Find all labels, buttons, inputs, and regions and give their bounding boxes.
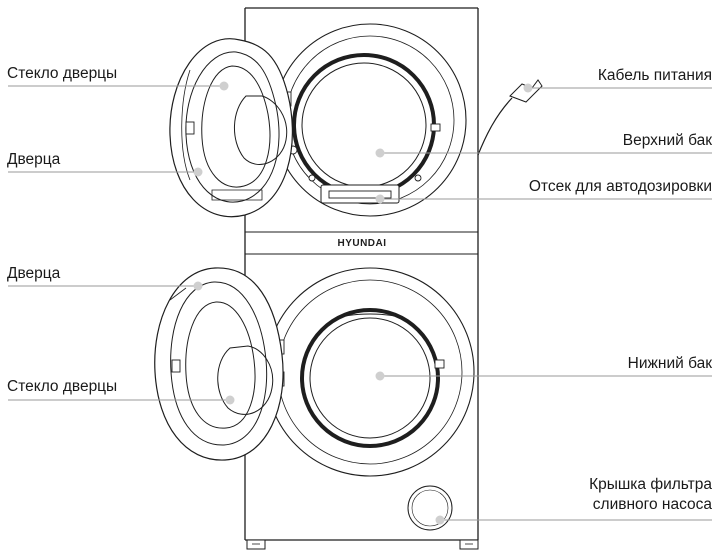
leader-lines: [8, 81, 712, 525]
lower-door-glass: [185, 301, 274, 429]
label-upper-tank: Верхний бак: [622, 132, 712, 149]
lower-tank: [265, 267, 475, 477]
lower-door: [154, 267, 284, 461]
filter-cover: [407, 485, 453, 531]
label-lower-tank: Нижний бак: [627, 355, 712, 372]
label-lower-door-glass: Стекло дверцы: [7, 378, 118, 395]
power-cable: [477, 79, 543, 156]
upper-door-glass: [201, 65, 288, 201]
label-filter-cover-line2: сливного насоса: [592, 496, 712, 513]
brand-logo: HYUNDAI: [337, 238, 386, 249]
label-upper-door-glass: Стекло дверцы: [7, 65, 118, 82]
dispenser-drawer: [320, 184, 400, 204]
label-filter-cover-line1: Крышка фильтра: [589, 476, 712, 493]
label-lower-door: Дверца: [7, 265, 61, 282]
label-dispenser: Отсек для автодозировки: [528, 178, 712, 195]
label-power-cable: Кабель питания: [597, 67, 712, 84]
label-upper-door: Дверца: [7, 151, 61, 168]
